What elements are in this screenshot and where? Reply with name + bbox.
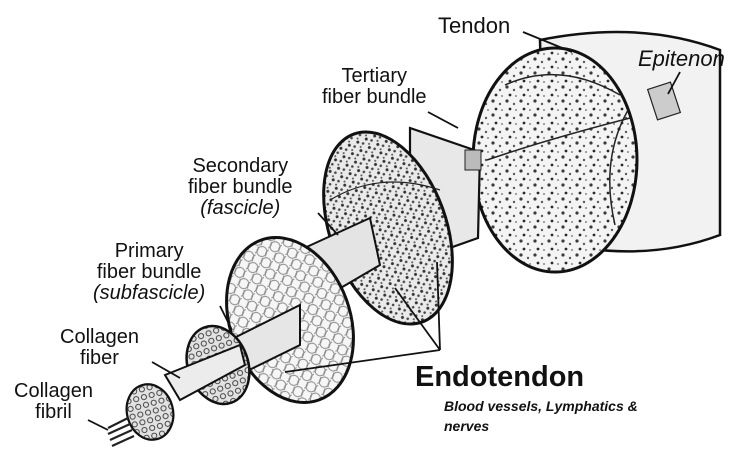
label-epitenon: Epitenon <box>638 47 725 70</box>
label-endotendon: Endotendon <box>415 362 584 392</box>
label-tertiary-bundle: Tertiary fiber bundle <box>322 66 427 108</box>
leader-tertiary <box>428 112 458 128</box>
label-secondary-bundle: Secondary fiber bundle (fascicle) <box>188 156 293 219</box>
tertiary-patch <box>465 150 481 170</box>
endotendon-note: Blood vessels, Lymphatics & nerves <box>444 397 638 436</box>
label-primary-bundle: Primary fiber bundle (subfascicle) <box>93 241 205 304</box>
label-collagen-fibril: Collagen fibril <box>14 381 93 423</box>
label-collagen-fiber: Collagen fiber <box>60 327 139 369</box>
label-tendon: Tendon <box>438 14 510 37</box>
